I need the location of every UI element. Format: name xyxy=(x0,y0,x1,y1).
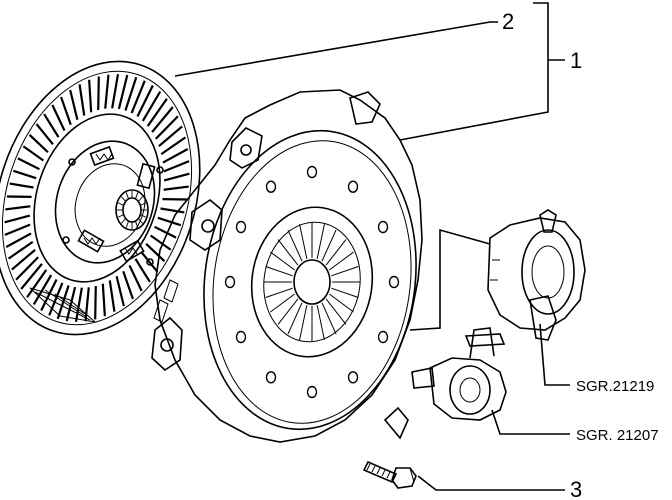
leader-lines xyxy=(174,2,570,491)
callout-3: 3 xyxy=(570,477,582,500)
ref-sgr-21219: SGR.21219 xyxy=(576,378,654,395)
ref-sgr-21207: SGR. 21207 xyxy=(576,427,659,444)
release-bearing-icon xyxy=(487,209,586,341)
clutch-disc-icon xyxy=(0,60,201,336)
bolt-icon xyxy=(362,460,417,489)
callout-2: 2 xyxy=(502,9,514,34)
callout-1: 1 xyxy=(570,48,582,73)
pressure-plate-icon xyxy=(151,89,423,443)
hydraulic-release-bearing-icon xyxy=(411,327,507,421)
